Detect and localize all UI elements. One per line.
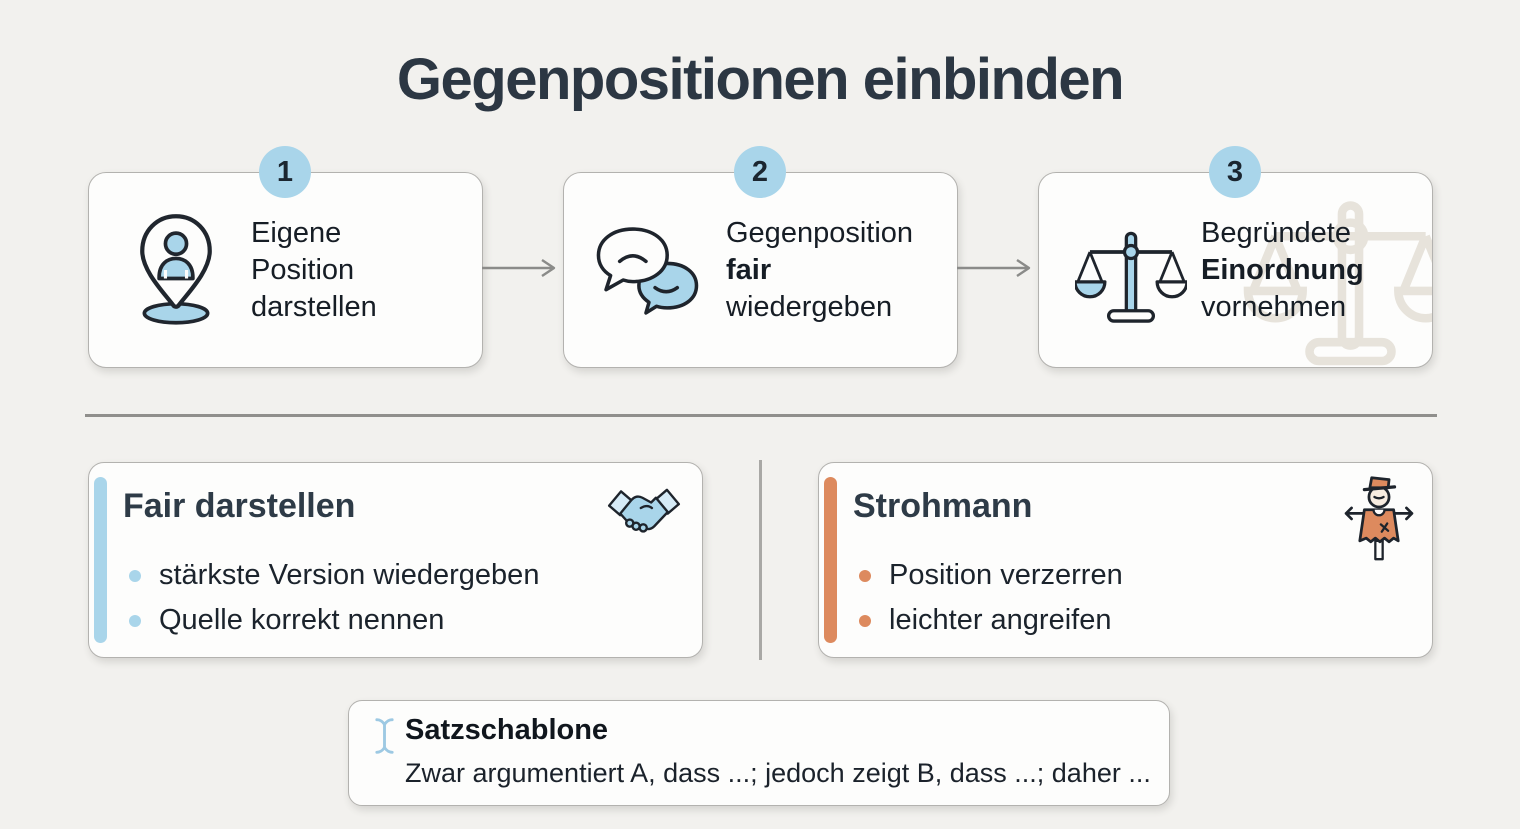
- strohmann-card-title: Strohmann: [853, 487, 1033, 525]
- bullet-dot-icon: [129, 614, 141, 627]
- step-1-line-3: darstellen: [251, 291, 377, 323]
- list-item: leichter angreifen: [859, 598, 1123, 643]
- list-item: stärkste Version wiedergeben: [129, 553, 539, 598]
- arrow-right-icon: [957, 257, 1035, 284]
- step-3-badge: 3: [1209, 146, 1261, 198]
- satzschablone-title: Satzschablone: [405, 714, 609, 746]
- scales-icon: [1073, 223, 1189, 342]
- arrow-right-icon: [482, 257, 560, 284]
- step-2-line-2: fair: [726, 254, 772, 286]
- satzschablone-card: Satzschablone Zwar argumentiert A, dass …: [348, 700, 1170, 806]
- list-item: Position verzerren: [859, 553, 1123, 598]
- strohmann-bullet-list: Position verzerren leichter angreifen: [859, 553, 1123, 643]
- bullet-text: Position verzerren: [889, 559, 1123, 591]
- fair-card-title: Fair darstellen: [123, 487, 356, 525]
- step-2-line-3: wiedergeben: [726, 291, 893, 323]
- speech-bubbles-icon: [594, 223, 706, 324]
- scales-watermark-icon: [1243, 185, 1432, 367]
- person-pin-icon: [131, 211, 221, 332]
- scarecrow-icon: [1344, 475, 1414, 566]
- step-card-2: Gegenposition fair wiedergeben: [563, 172, 958, 368]
- step-1-badge: 1: [259, 146, 311, 198]
- handshake-icon: [606, 481, 682, 548]
- fair-bullet-list: stärkste Version wiedergeben Quelle korr…: [129, 553, 539, 643]
- strohmann-card: Strohmann Position verzerren: [818, 462, 1433, 658]
- step-1-line-1: Eigene: [251, 217, 342, 249]
- bullet-dot-icon: [859, 614, 871, 627]
- bullet-text: stärkste Version wiedergeben: [159, 559, 540, 591]
- step-2-text: Gegenposition fair wiedergeben: [726, 215, 913, 326]
- step-3-text: Begründete Einordnung vornehmen: [1201, 215, 1364, 326]
- list-item: Quelle korrekt nennen: [129, 598, 539, 643]
- step-card-3: Begründete Einordnung vornehmen: [1038, 172, 1433, 368]
- step-3-line-1: Begründete: [1201, 217, 1351, 249]
- step-3-line-2: Einordnung: [1201, 254, 1364, 286]
- blue-accent-bar: [94, 477, 107, 643]
- orange-accent-bar: [824, 477, 837, 643]
- bullet-text: leichter angreifen: [889, 604, 1112, 636]
- step-3-line-3: vornehmen: [1201, 291, 1347, 323]
- step-1-line-2: Position: [251, 254, 355, 286]
- fair-card: Fair darstellen stärkste Version wiederg…: [88, 462, 703, 658]
- satzschablone-text: Zwar argumentiert A, dass ...; jedoch ze…: [405, 758, 1151, 788]
- horizontal-divider: [85, 414, 1437, 417]
- step-2-line-1: Gegenposition: [726, 217, 914, 249]
- step-1-text: Eigene Position darstellen: [251, 215, 377, 326]
- page-title: Gegenpositionen einbinden: [396, 47, 1125, 112]
- bullet-text: Quelle korrekt nennen: [159, 604, 445, 636]
- bullet-dot-icon: [129, 569, 141, 582]
- step-2-badge: 2: [734, 146, 786, 198]
- step-card-1: Eigene Position darstellen: [88, 172, 483, 368]
- vertical-divider: [759, 460, 762, 660]
- text-cursor-icon: [373, 716, 396, 761]
- bullet-dot-icon: [859, 569, 871, 582]
